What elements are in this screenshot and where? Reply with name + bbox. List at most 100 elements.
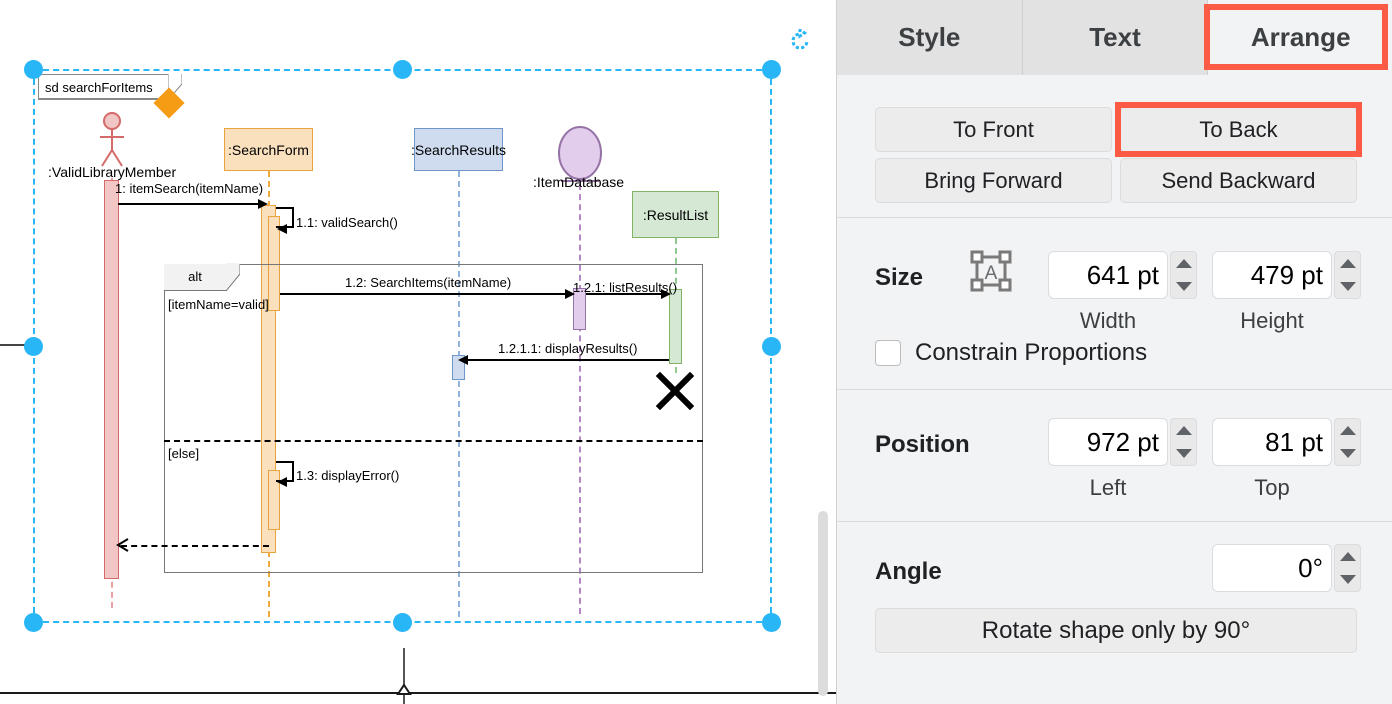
- message-label-1-2-1: 1.2.1: listResults(): [573, 280, 678, 295]
- position-top-stepper-down-icon[interactable]: [1339, 449, 1356, 458]
- position-left-stepper[interactable]: [1170, 418, 1197, 466]
- message-arrowhead-1-2-1-1: [458, 355, 468, 365]
- resize-handle-top-right[interactable]: [762, 60, 781, 79]
- position-left-stepper-down-icon[interactable]: [1175, 449, 1192, 458]
- angle-input[interactable]: 0°: [1212, 544, 1332, 592]
- size-label: Size: [875, 264, 924, 291]
- rotate-handle-icon[interactable]: [788, 29, 812, 53]
- lifeline-label-searchform: :SearchForm: [228, 141, 309, 158]
- constrain-proportions-checkbox[interactable]: [875, 340, 901, 366]
- resize-handle-middle-right[interactable]: [762, 337, 781, 356]
- tab-style[interactable]: Style: [837, 0, 1023, 75]
- angle-stepper-up-icon[interactable]: [1339, 552, 1356, 561]
- message-line-1[interactable]: [118, 203, 266, 205]
- diagram-canvas[interactable]: sd searchForItems :ValidLibraryMember :S: [0, 0, 836, 704]
- position-left-value: 972 pt: [1086, 426, 1159, 457]
- to-back-button[interactable]: To Back: [1120, 107, 1357, 152]
- message-line-1-2-1[interactable]: [586, 293, 669, 295]
- canvas-scrollbar-thumb[interactable]: [818, 511, 828, 696]
- activation-validlibrarymember[interactable]: [104, 180, 119, 579]
- return-message-arrowhead-icon: [116, 538, 129, 552]
- send-backward-label: Send Backward: [1161, 167, 1316, 193]
- tab-text[interactable]: Text: [1022, 0, 1209, 75]
- constrain-proportions-label: Constrain Proportions: [915, 339, 1148, 366]
- width-stepper[interactable]: [1170, 251, 1197, 299]
- format-panel-tabs: Style Text Arrange: [837, 0, 1392, 75]
- width-input[interactable]: 641 pt: [1048, 251, 1168, 299]
- frame-tag-underline: [38, 99, 169, 100]
- lifeline-box-resultlist[interactable]: :ResultList: [632, 191, 719, 238]
- position-top-stepper[interactable]: [1334, 418, 1361, 466]
- width-stepper-down-icon[interactable]: [1175, 282, 1192, 291]
- resize-handle-bottom-center[interactable]: [393, 613, 412, 632]
- width-stepper-up-icon[interactable]: [1175, 259, 1192, 268]
- resize-handle-bottom-right[interactable]: [762, 613, 781, 632]
- destruction-x-icon: [656, 372, 694, 410]
- width-value: 641 pt: [1086, 259, 1159, 290]
- message-arrowhead-1-2: [565, 289, 575, 299]
- sequence-frame-title: sd searchForItems: [45, 80, 153, 95]
- message-label-1-2-1-1: 1.2.1.1: displayResults(): [498, 341, 638, 356]
- message-label-1: 1: itemSearch(itemName): [115, 181, 264, 196]
- angle-stepper-down-icon[interactable]: [1339, 575, 1356, 584]
- message-label-1-2: 1.2: SearchItems(itemName): [345, 275, 512, 290]
- position-top-stepper-up-icon[interactable]: [1339, 426, 1356, 435]
- tab-arrange[interactable]: Arrange: [1208, 0, 1392, 75]
- position-left-stepper-up-icon[interactable]: [1175, 426, 1192, 435]
- position-left-label: Left: [1089, 475, 1127, 500]
- resize-handle-bottom-left[interactable]: [24, 613, 43, 632]
- to-front-button[interactable]: To Front: [875, 107, 1112, 152]
- lifeline-box-searchresults[interactable]: :SearchResults: [411, 128, 506, 171]
- height-label: Height: [1240, 308, 1304, 333]
- width-label: Width: [1079, 308, 1137, 333]
- rotate-shape-button[interactable]: Rotate shape only by 90°: [875, 608, 1357, 653]
- database-icon-itemdatabase[interactable]: [557, 126, 603, 183]
- message-line-1-2[interactable]: [280, 293, 573, 295]
- arrange-position-section: Position 972 pt Left 81 pt Top: [837, 390, 1392, 522]
- lifeline-label-itemdatabase: :ItemDatabase: [533, 174, 625, 190]
- activation-itemdatabase[interactable]: [573, 288, 586, 330]
- background-shape-arrow-icon: [396, 684, 412, 695]
- tab-text-label: Text: [1089, 22, 1141, 52]
- format-panel: Style Text Arrange To Front To Back Brin…: [836, 0, 1392, 704]
- height-stepper-down-icon[interactable]: [1339, 282, 1356, 291]
- resize-handle-top-center[interactable]: [393, 60, 412, 79]
- activation-resultlist[interactable]: [669, 289, 682, 364]
- send-backward-button[interactable]: Send Backward: [1120, 158, 1357, 203]
- position-top-input[interactable]: 81 pt: [1212, 418, 1332, 466]
- alt-fragment-tag-label: alt: [188, 269, 202, 284]
- autosize-icon[interactable]: A: [970, 250, 1012, 292]
- angle-value: 0°: [1298, 552, 1323, 583]
- self-message-arrowhead-1-3: [277, 477, 287, 487]
- bring-forward-button[interactable]: Bring Forward: [875, 158, 1112, 203]
- position-label: Position: [875, 431, 970, 458]
- return-message-line[interactable]: [121, 545, 269, 547]
- message-line-1-2-1-1[interactable]: [465, 359, 669, 361]
- activation-searchform-nested-1[interactable]: [268, 216, 280, 311]
- to-back-label: To Back: [1199, 116, 1278, 142]
- background-shape-edge: [0, 692, 836, 694]
- arrange-angle-section: Angle 0° Rotate shape only by 90°: [837, 522, 1392, 662]
- arrange-size-section: Size A 641 pt Width: [837, 218, 1392, 390]
- to-front-label: To Front: [953, 116, 1034, 142]
- lifeline-label-validlibrarymember: :ValidLibraryMember: [48, 164, 177, 180]
- alt-fragment-divider: [164, 440, 703, 442]
- tab-arrange-label: Arrange: [1250, 22, 1351, 52]
- alt-fragment[interactable]: [164, 264, 703, 573]
- resize-handle-middle-left[interactable]: [24, 337, 43, 356]
- alt-guard-2: [else]: [168, 446, 200, 461]
- actor-icon-validlibrarymember[interactable]: [95, 112, 129, 170]
- position-left-input[interactable]: 972 pt: [1048, 418, 1168, 466]
- tab-style-label: Style: [898, 22, 961, 52]
- resize-handle-top-left[interactable]: [24, 60, 43, 79]
- height-input[interactable]: 479 pt: [1212, 251, 1332, 299]
- height-stepper-up-icon[interactable]: [1339, 259, 1356, 268]
- arrange-order-section: To Front To Back Bring Forward Send Back…: [837, 75, 1392, 218]
- height-value: 479 pt: [1250, 259, 1323, 290]
- canvas-vertical-scrollbar[interactable]: [814, 0, 832, 704]
- lifeline-box-searchform[interactable]: :SearchForm: [224, 128, 313, 171]
- angle-stepper[interactable]: [1334, 544, 1361, 592]
- height-stepper[interactable]: [1334, 251, 1361, 299]
- self-message-arrowhead-1-1: [277, 224, 287, 234]
